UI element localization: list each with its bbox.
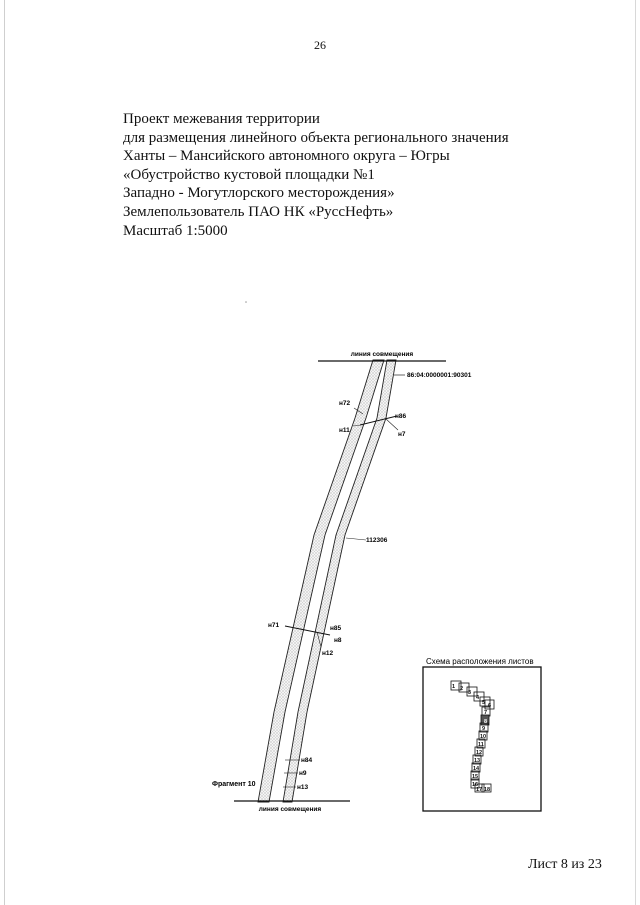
fragment-label: Фрагмент 10 (212, 781, 256, 788)
point-label-n72: н72 (339, 400, 351, 407)
sheet-counter: Лист 8 из 23 (528, 857, 602, 872)
inset-sheet-14 (471, 762, 481, 773)
title-line-land-user: Землепользователь ПАО НК «РуссНефть» (123, 203, 394, 220)
inset-sheet-10 (478, 730, 488, 741)
inset-sheet-2 (458, 682, 470, 693)
inset-number-15: 15 (472, 774, 478, 780)
title-line-region: Ханты – Мансийского автономного округа –… (123, 148, 450, 165)
inset-sheet-9 (479, 722, 489, 733)
inset-title: Схема расположения листов (426, 657, 534, 666)
point-label-n85: н85 (330, 625, 342, 632)
inset-sheet-18 (481, 783, 492, 793)
point-label-n84: н84 (301, 757, 313, 764)
cadastral-number-label: 86:04:0000001:90301 (407, 372, 472, 379)
inset-sheet-13 (472, 754, 482, 765)
inset-number-6: 6 (488, 703, 491, 709)
point-label-n13: н13 (297, 784, 309, 791)
page-edge-left (4, 0, 5, 905)
point-label-n71: н71 (268, 622, 280, 629)
inset-sheet-chain (450, 680, 495, 793)
inset-number-16: 16 (472, 782, 478, 788)
inset-sheet-12 (474, 746, 484, 757)
match-line-bottom-label: линия совмещения (259, 806, 322, 813)
corridor-strip-left (257, 359, 385, 803)
point-label-n7: н7 (398, 431, 406, 438)
inset-number-14: 14 (473, 766, 480, 772)
inset-number-4: 4 (476, 695, 480, 701)
leader-n12 (316, 631, 322, 648)
inset-number-1: 1 (452, 684, 455, 690)
inset-number-5: 5 (482, 700, 485, 706)
page-edge-right (635, 0, 636, 905)
title-line-scale: Масштаб 1:5000 (123, 222, 228, 239)
page-number: 26 (314, 38, 326, 52)
title-line-purpose: для размещения линейного объекта региона… (123, 129, 509, 146)
inset-sheet-3 (466, 686, 478, 697)
inset-sheet-6 (484, 699, 495, 710)
inset-sheet-11 (476, 738, 486, 749)
inset-number-7: 7 (484, 710, 487, 716)
boundary-crossing-middle (284, 625, 331, 636)
leader-n7 (385, 418, 399, 431)
boundary-crossing-upper (359, 415, 398, 426)
match-line-top-label: линия совмещения (351, 351, 414, 358)
inset-sheet-15 (470, 770, 480, 781)
inset-number-2: 2 (460, 686, 463, 692)
point-label-n11: н11 (339, 427, 350, 434)
inset-sheet-8 (480, 714, 490, 726)
inset-sheet-17 (474, 783, 485, 793)
title-line-project: Проект межевания территории (123, 111, 320, 127)
inset-number-3: 3 (468, 690, 471, 696)
inset-number-11: 11 (478, 742, 484, 748)
scan-speck (245, 301, 247, 303)
point-label-n86: н86 (395, 413, 407, 420)
title-line-field: Западно - Могутлорского месторождения» (123, 185, 395, 202)
inset-number-18: 18 (484, 787, 490, 793)
inset-sheet-4 (473, 691, 485, 702)
title-line-object: «Обустройство кустовой площадки №1 (123, 166, 375, 183)
parcel-leader (345, 537, 367, 541)
inset-number-12: 12 (476, 750, 482, 756)
inset-number-17: 17 (476, 787, 482, 793)
corridor-strip-right (282, 359, 397, 803)
title-block: Проект межевания территории для размещен… (123, 110, 583, 240)
inset-sheet-numbers: 1 2 3 4 5 6 7 8 9 10 11 12 13 14 15 16 1… (452, 684, 491, 793)
inset-number-9: 9 (482, 726, 485, 732)
parcel-number-label: 112306 (366, 537, 388, 544)
inset-number-10: 10 (480, 734, 486, 740)
inset-number-8: 8 (484, 719, 487, 725)
leader-n11 (352, 424, 362, 427)
point-label-n8: н8 (334, 637, 342, 644)
point-label-n12: н12 (322, 650, 334, 657)
inset-sheet-1 (450, 680, 462, 691)
leader-n72 (353, 407, 364, 415)
inset-number-13: 13 (474, 758, 480, 764)
point-label-n9: н9 (299, 770, 307, 777)
